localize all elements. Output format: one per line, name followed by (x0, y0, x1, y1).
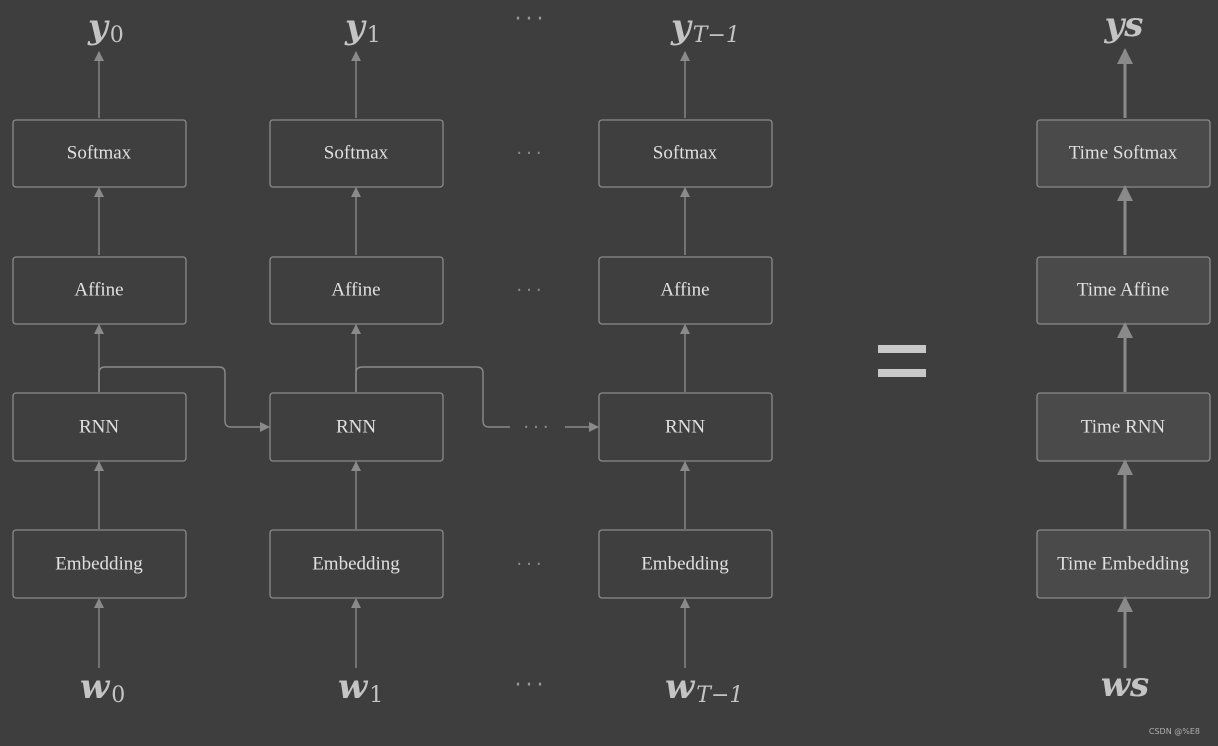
ellipsis-rnn-row: ··· (523, 417, 552, 438)
input-w-last: wT−1 (665, 667, 743, 708)
time-softmax-label: Time Softmax (1069, 143, 1178, 164)
affine-label-1: Affine (331, 280, 380, 301)
input-w0: w0 (80, 667, 125, 708)
rnn-label-0: RNN (79, 417, 119, 438)
input-ws: ws (1101, 665, 1149, 705)
time-affine-label: Time Affine (1077, 280, 1169, 301)
time-rnn-label: Time RNN (1081, 417, 1166, 438)
column-last: yT−1 Softmax Affine RNN Embedding wT−1 (598, 7, 773, 708)
rnn-label-1: RNN (336, 417, 376, 438)
ellipsis-affine-row: ··· (516, 280, 545, 301)
output-ys: ys (1104, 5, 1144, 45)
output-y1: y1 (344, 7, 381, 48)
embedding-label-0: Embedding (55, 554, 143, 575)
softmax-label-1: Softmax (324, 143, 389, 164)
embedding-label-last: Embedding (641, 554, 729, 575)
input-w1: w1 (338, 667, 383, 708)
time-embedding-label: Time Embedding (1057, 554, 1189, 575)
time-layers-column: ys Time Softmax Time Affine Time RNN Tim… (1036, 5, 1211, 705)
affine-label-last: Affine (660, 280, 709, 301)
output-y-last: yT−1 (670, 7, 740, 48)
ellipsis-input-row: ··· (515, 673, 548, 698)
softmax-label-last: Softmax (653, 143, 718, 164)
rnn-label-last: RNN (665, 417, 705, 438)
hidden-state-arrow-1-out (355, 366, 510, 428)
hidden-state-arrow-0-to-1 (98, 366, 270, 432)
watermark: CSDN @%E8 (1148, 727, 1200, 736)
output-y0: y0 (87, 7, 124, 48)
affine-label-0: Affine (74, 280, 123, 301)
softmax-label-0: Softmax (67, 143, 132, 164)
ellipsis-output-row: ··· (515, 7, 548, 32)
embedding-label-1: Embedding (312, 554, 400, 575)
equals-sign (878, 345, 926, 377)
column-0: y0 Softmax Affine RNN Embedding w0 (12, 7, 187, 708)
ellipsis-embedding-row: ··· (516, 554, 545, 575)
ellipsis-softmax-row: ··· (516, 143, 545, 164)
column-1: y1 Softmax Affine RNN Embedding w1 (269, 7, 444, 708)
